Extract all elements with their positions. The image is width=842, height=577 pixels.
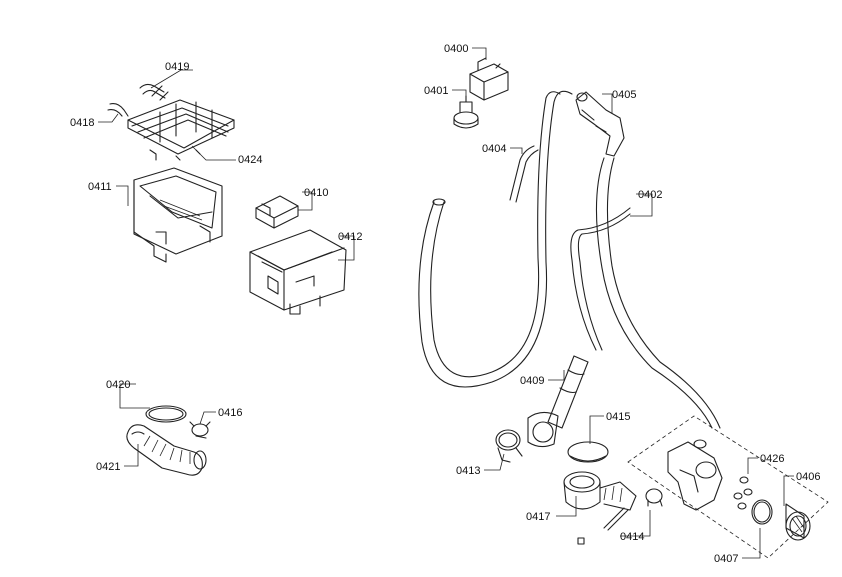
part-labels: 0419 0418 0424 0411 0410 0412 0420 0416 … (70, 43, 820, 565)
label-0402: 0402 (638, 189, 662, 201)
part-0411-drawer-housing (133, 167, 223, 263)
label-0420: 0420 (106, 379, 130, 391)
label-0404: 0404 (482, 143, 506, 155)
label-0418: 0418 (70, 117, 94, 129)
part-0416-clamp (189, 421, 211, 439)
part-0405-air-trap (575, 91, 625, 157)
part-0419-hose (139, 83, 169, 101)
part-0410-insert (255, 195, 299, 229)
label-0417: 0417 (526, 511, 550, 523)
label-0401: 0401 (424, 85, 448, 97)
label-0415: 0415 (606, 411, 630, 423)
label-0426: 0426 (760, 453, 784, 465)
label-0405: 0405 (612, 89, 636, 101)
part-main-hose (595, 157, 721, 429)
part-drain-hose-u (418, 90, 573, 388)
label-0414: 0414 (620, 531, 644, 543)
part-0417-sump (563, 471, 637, 545)
part-0412-drawer (249, 229, 347, 315)
part-0415-lid (567, 441, 609, 463)
label-0411: 0411 (88, 181, 112, 193)
label-0412: 0412 (338, 231, 362, 243)
label-0410: 0410 (304, 187, 328, 199)
part-pump-assembly (627, 415, 829, 559)
part-0426-seals (733, 476, 753, 510)
part-0420-ring (145, 405, 187, 423)
part-0404-hose (509, 145, 539, 203)
part-0400-bracket (469, 57, 509, 101)
label-0416: 0416 (218, 407, 242, 419)
label-0413: 0413 (456, 465, 480, 477)
part-0414-clamp (645, 488, 663, 507)
label-0407: 0407 (714, 553, 738, 565)
part-0402-hose (570, 207, 631, 351)
label-0409: 0409 (520, 375, 544, 387)
part-0409-sump-hose (527, 355, 589, 448)
label-0400: 0400 (444, 43, 468, 55)
part-0418-hose (107, 103, 129, 117)
label-0421: 0421 (96, 461, 120, 473)
label-0424: 0424 (238, 154, 262, 166)
label-0419: 0419 (165, 61, 189, 73)
leader-lines (98, 47, 794, 559)
part-0406-filter (751, 499, 811, 541)
label-0406: 0406 (796, 471, 820, 483)
part-0413-clamp (495, 429, 523, 463)
part-0421-bellows-hose (126, 424, 207, 476)
part-0424-drawer-top (127, 99, 235, 161)
